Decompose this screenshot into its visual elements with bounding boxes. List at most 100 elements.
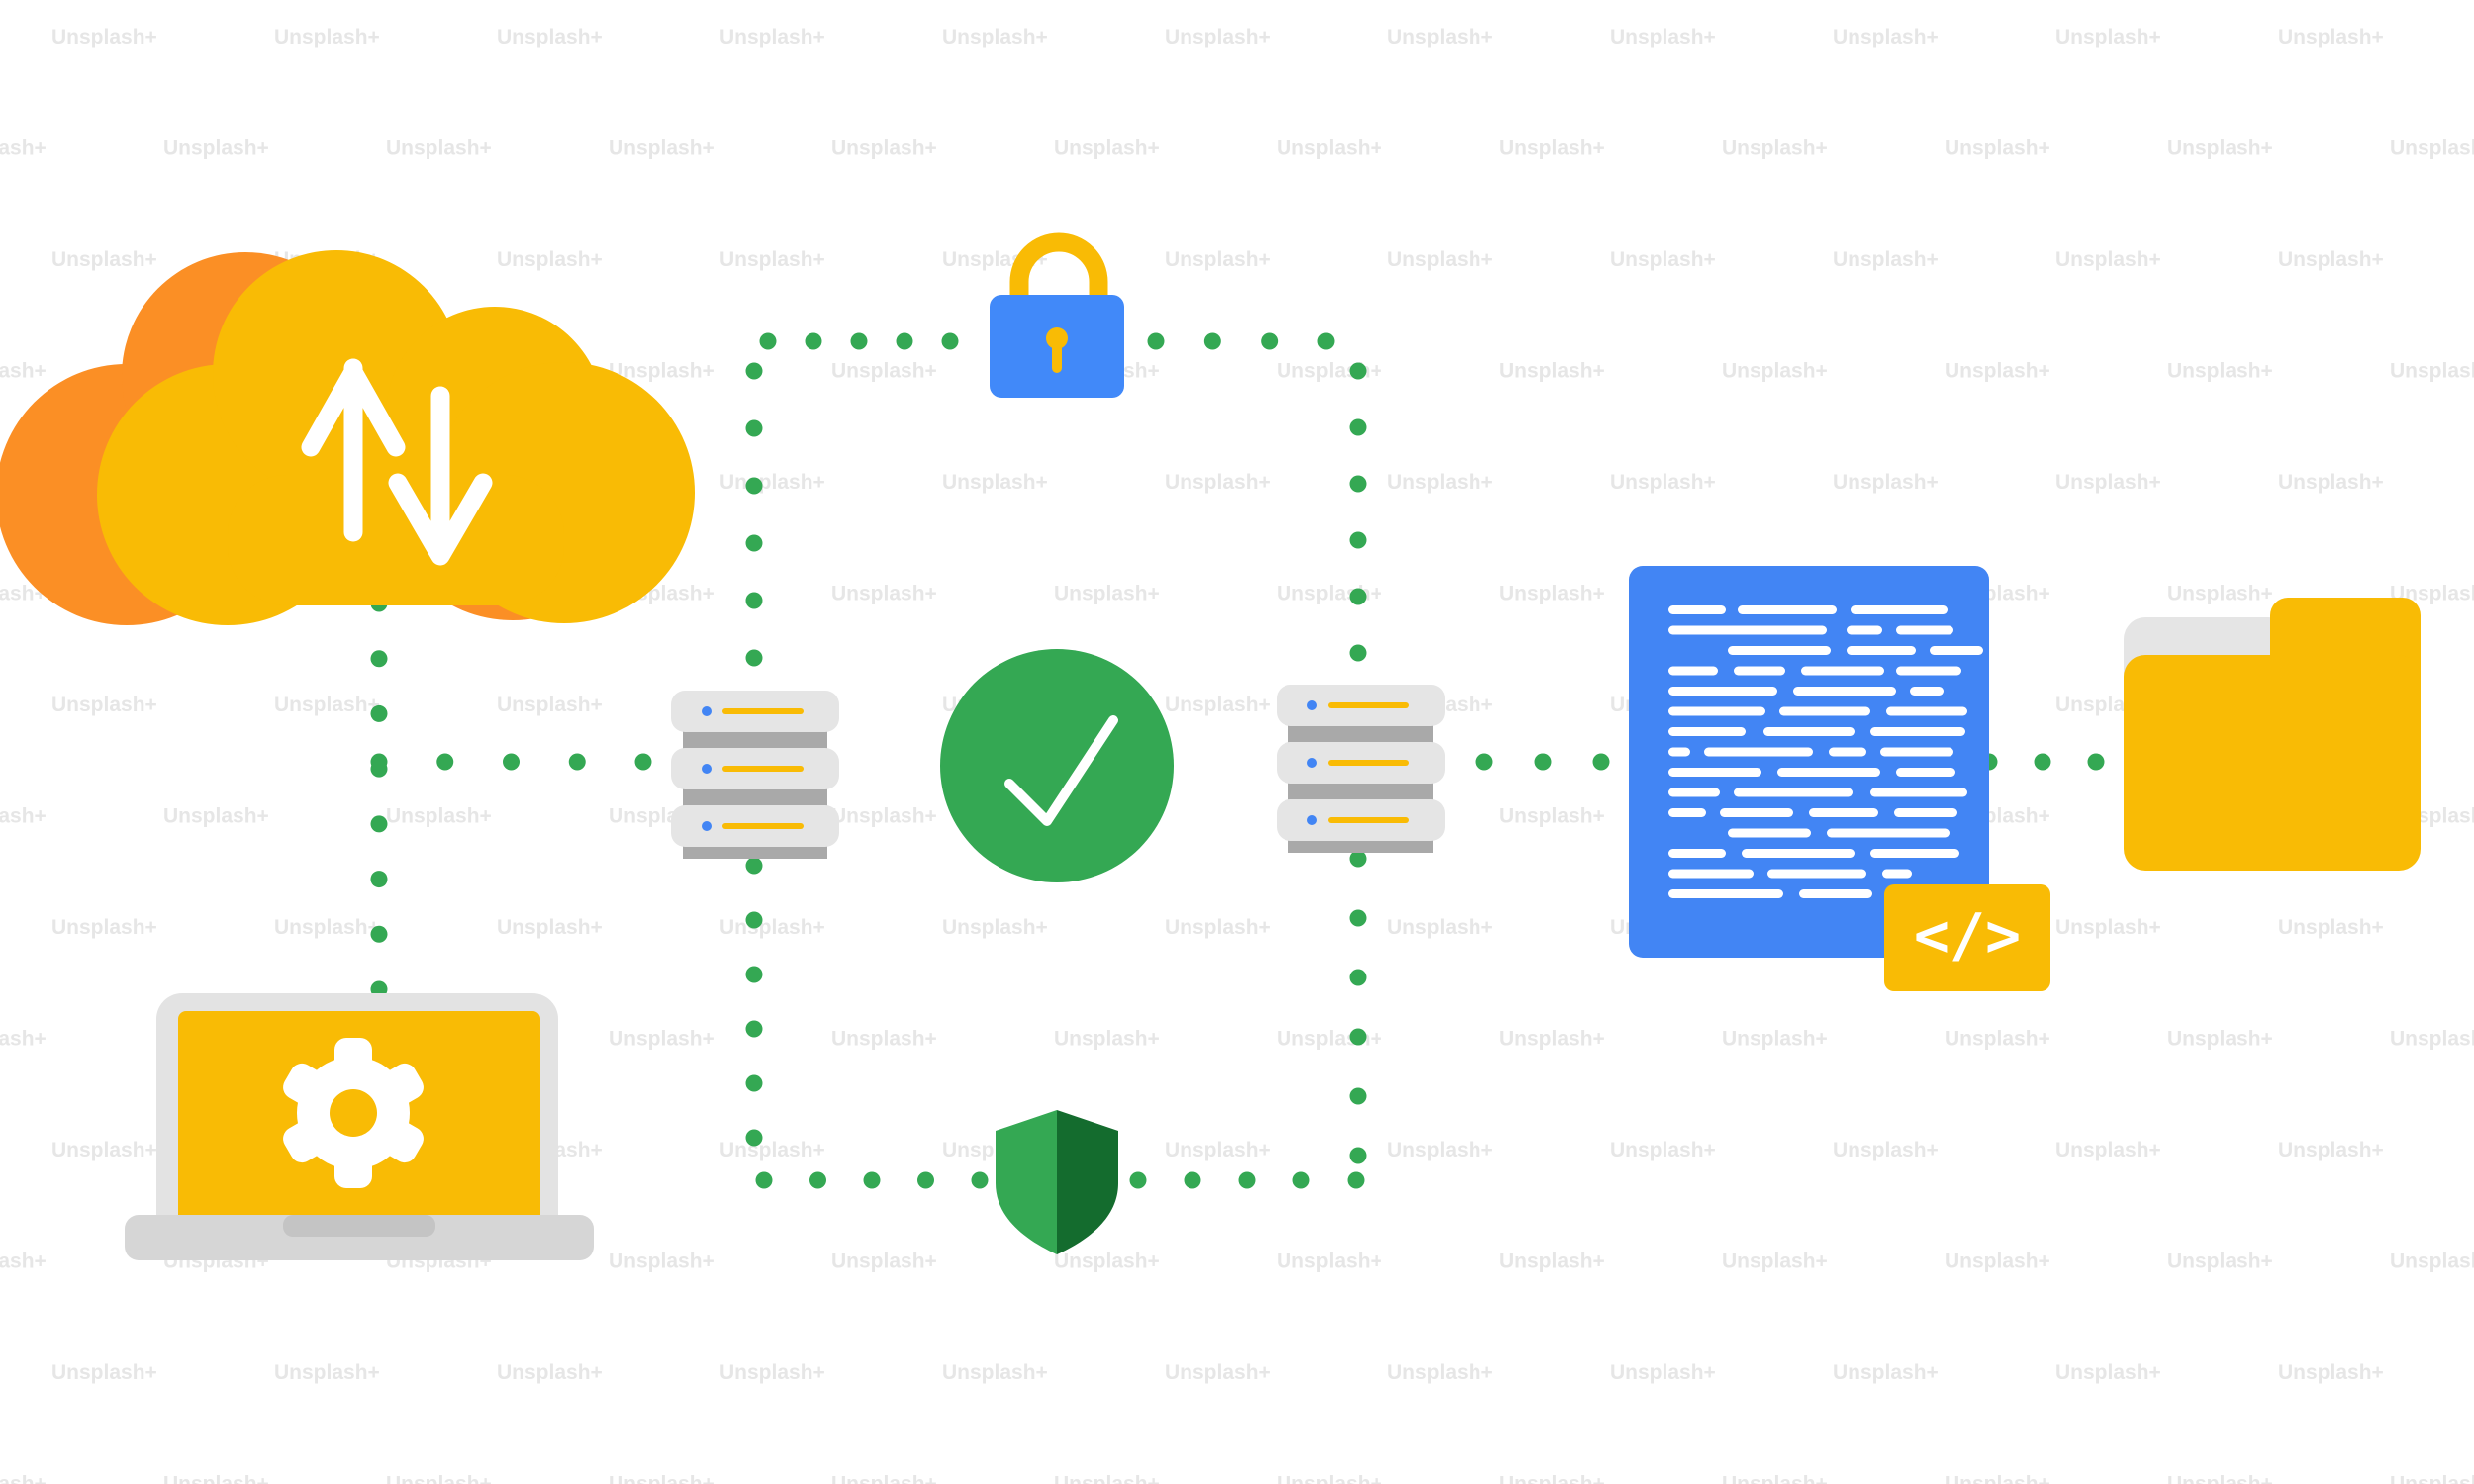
- watermark-text: Unsplash+: [2278, 1361, 2384, 1384]
- watermark-text: Unsplash+: [2055, 26, 2161, 48]
- watermark-text: Unsplash+: [0, 1473, 47, 1484]
- watermark-text: Unsplash+: [497, 26, 603, 48]
- document-text-line: [1767, 869, 1866, 879]
- connector-dot: [1592, 753, 1610, 771]
- document-text-line: [1882, 869, 1912, 879]
- document-text-line: [1894, 808, 1957, 817]
- document-text-lines: [1668, 605, 1983, 898]
- document-text-line: [1763, 727, 1855, 736]
- document-text-line: [1777, 768, 1880, 777]
- watermark-text: Unsplash+: [1387, 26, 1493, 48]
- watermark-text: Unsplash+: [1833, 1139, 1939, 1161]
- watermark-text: Unsplash+: [2278, 248, 2384, 271]
- document-text-line: [1668, 869, 1754, 879]
- watermark-text: Unsplash+: [2167, 583, 2273, 605]
- watermark-text: Unsplash+: [1722, 138, 1828, 160]
- watermark-text: Unsplash+: [274, 916, 380, 939]
- connector-dot: [568, 753, 586, 771]
- document-text-line: [1668, 727, 1746, 736]
- document-text-line: [1668, 625, 1827, 635]
- watermark-text: Unsplash+: [1499, 805, 1605, 828]
- watermark-text: Unsplash+: [0, 1251, 47, 1273]
- watermark-text: Unsplash+: [719, 471, 825, 494]
- watermark-text: Unsplash+: [1165, 26, 1271, 48]
- watermark-text: Unsplash+: [719, 26, 825, 48]
- connector-dot: [1349, 475, 1367, 493]
- watermark-text: Unsplash+: [609, 1251, 714, 1273]
- document-text-line: [1668, 747, 1690, 757]
- connector-dot: [370, 925, 388, 943]
- checkmark-circle-icon: [940, 649, 1174, 882]
- watermark-text: Unsplash+: [1387, 1361, 1493, 1384]
- document-text-line: [1668, 666, 1718, 676]
- connector-dot: [1349, 969, 1367, 986]
- connector-dot: [745, 419, 763, 437]
- watermark-text: Unsplash+: [2390, 138, 2474, 160]
- watermark-text: Unsplash+: [163, 138, 269, 160]
- connector-dot: [745, 1020, 763, 1038]
- watermark-text: Unsplash+: [51, 26, 157, 48]
- connector-dot: [805, 332, 822, 350]
- watermark-text: Unsplash+: [831, 1251, 937, 1273]
- watermark-text: Unsplash+: [1945, 1473, 2050, 1484]
- watermark-text: Unsplash+: [1387, 1139, 1493, 1161]
- connector-dot: [745, 857, 763, 875]
- watermark-text: Unsplash+: [831, 138, 937, 160]
- connector-dot: [1203, 332, 1221, 350]
- watermark-text: Unsplash+: [497, 1361, 603, 1384]
- watermark-text: Unsplash+: [2278, 471, 2384, 494]
- watermark-text: Unsplash+: [1945, 1251, 2050, 1273]
- keyhole: [1046, 327, 1068, 349]
- cloud-upload-download-icon: [0, 250, 695, 625]
- down-arrow-icon: [388, 386, 493, 566]
- watermark-text: Unsplash+: [1054, 1251, 1160, 1273]
- watermark-text: Unsplash+: [2390, 1473, 2474, 1484]
- watermark-text: Unsplash+: [1165, 916, 1271, 939]
- watermark-text: Unsplash+: [831, 1028, 937, 1051]
- watermark-text: Unsplash+: [1165, 1139, 1271, 1161]
- connector-dot: [1349, 850, 1367, 868]
- watermark-text: Unsplash+: [274, 694, 380, 716]
- watermark-text: Unsplash+: [1499, 1473, 1605, 1484]
- connector-dot: [2087, 753, 2105, 771]
- connector-dot: [1238, 1171, 1256, 1189]
- connector-dot: [850, 332, 868, 350]
- document-text-line: [1779, 706, 1870, 716]
- watermark-text: Unsplash+: [2055, 1139, 2161, 1161]
- watermark-text: Unsplash+: [609, 1028, 714, 1051]
- document-text-line: [1668, 788, 1720, 797]
- document-text-line: [1886, 706, 1967, 716]
- connector-dot: [745, 966, 763, 983]
- connector-dot: [971, 1171, 989, 1189]
- watermark-text: Unsplash+: [2390, 360, 2474, 383]
- watermark-text: Unsplash+: [0, 805, 47, 828]
- watermark-text: Unsplash+: [2278, 26, 2384, 48]
- server-right-icon: [1277, 685, 1445, 853]
- watermark-text: Unsplash+: [1054, 583, 1160, 605]
- watermark-text: Unsplash+: [2055, 916, 2161, 939]
- watermark-layer: Unsplash+ Unsplash+ Unsplash+ Unsplash+ Unsp…: [0, 26, 2474, 1484]
- watermark-text: Unsplash+: [51, 248, 157, 271]
- connector-dot: [1349, 644, 1367, 662]
- document-text-line: [1668, 706, 1765, 716]
- connector-dot: [436, 753, 454, 771]
- watermark-text: Unsplash+: [719, 248, 825, 271]
- watermark-text: Unsplash+: [386, 1473, 492, 1484]
- document-text-line: [1668, 849, 1726, 858]
- connector-dot: [1349, 1147, 1367, 1164]
- document-text-line: [1827, 828, 1950, 838]
- document-text-line: [1910, 687, 1944, 696]
- watermark-text: Unsplash+: [1277, 1028, 1382, 1051]
- document-text-line: [1896, 666, 1961, 676]
- connector-dot: [1349, 909, 1367, 927]
- watermark-text: Unsplash+: [1722, 360, 1828, 383]
- document-text-line: [1668, 605, 1726, 614]
- document-text-line: [1896, 625, 1953, 635]
- connector-dot: [370, 815, 388, 833]
- server-left-icon: [671, 691, 839, 859]
- connector-dot: [1349, 362, 1367, 380]
- watermark-text: Unsplash+: [942, 916, 1048, 939]
- watermark-text: Unsplash+: [51, 694, 157, 716]
- watermark-text: Unsplash+: [1499, 1251, 1605, 1273]
- document-text-line: [1668, 889, 1783, 898]
